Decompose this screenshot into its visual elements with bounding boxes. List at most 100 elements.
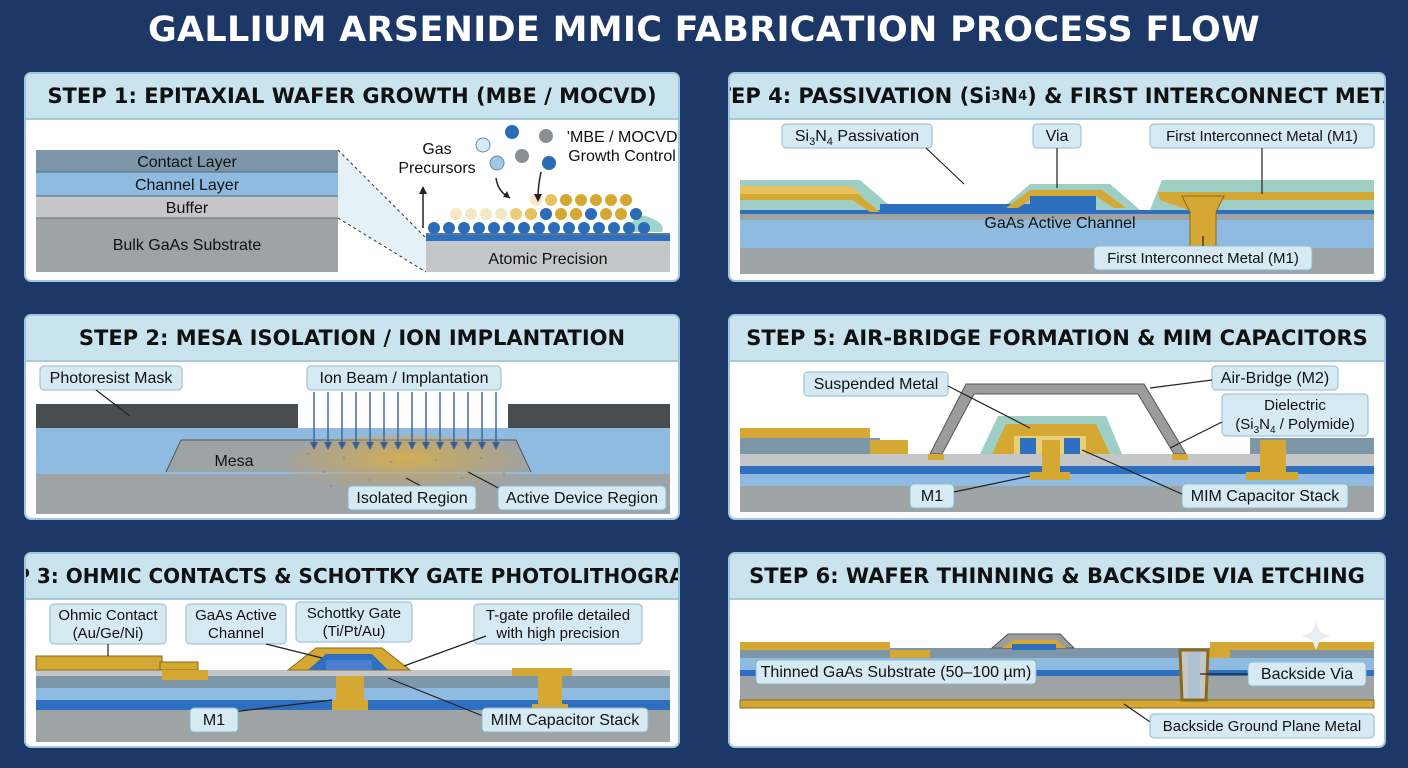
m1-left: [740, 194, 880, 212]
step3-diagram: Ohmic Contact (Au/Ge/Ni) GaAs Active Cha…: [35, 601, 670, 742]
sparkle-icon: [1302, 622, 1330, 650]
channel-callout: GaAs Active Channel: [185, 603, 323, 659]
step2-panel: STEP 2: MESA ISOLATION / ION IMPLANTATIO…: [24, 314, 680, 520]
contact-layer: [36, 150, 338, 172]
active-region-label: Active Device Region: [506, 490, 658, 507]
mim-label: MIM Capacitor Stack: [1191, 488, 1340, 505]
backside-via-callout: Backside Via: [1200, 661, 1367, 687]
photoresist-mask-callout: Photoresist Mask: [39, 365, 183, 417]
ground-plane-label: Backside Ground Plane Metal: [1163, 718, 1361, 735]
ohmic-contact: [35, 655, 163, 671]
step1-diagram: Contact Layer Channel Layer Buffer Bulk …: [36, 125, 678, 273]
step1-title: STEP 1: EPITAXIAL WAFER GROWTH (MBE / MO…: [26, 74, 678, 120]
page-title: GALLIUM ARSENIDE MMIC FABRICATION PROCES…: [148, 10, 1260, 50]
step2-title: STEP 2: MESA ISOLATION / ION IMPLANTATIO…: [26, 316, 678, 362]
photoresist-label: Photoresist Mask: [50, 370, 174, 387]
step6-diagram: Thinned GaAs Substrate (50–100 µm) Backs…: [739, 622, 1375, 739]
ground-plane-callout: Backside Ground Plane Metal: [1123, 703, 1375, 739]
atom-row-3: [530, 194, 632, 206]
atom-row-1: [428, 222, 650, 234]
via-metal: [1006, 190, 1126, 208]
gas-molecules: [475, 125, 556, 171]
photoresist-right: [508, 404, 670, 428]
atom-row-2: [450, 208, 642, 220]
step5-panel: STEP 5: AIR-BRIDGE FORMATION & MIM CAPAC…: [728, 314, 1386, 520]
gas-label: Gas: [422, 141, 451, 158]
mim-via: [538, 676, 562, 704]
channel-layer-label: Channel Layer: [135, 177, 240, 194]
passivation-label: Si: [795, 128, 809, 145]
ion-beam-label: Ion Beam / Implantation: [320, 370, 489, 387]
backside-via-label: Backside Via: [1261, 666, 1353, 683]
airbridge-label: Air-Bridge (M2): [1221, 370, 1329, 387]
thinned-callout: Thinned GaAs Substrate (50–100 µm): [755, 659, 1037, 685]
gate-label-2: (Ti/Pt/Au): [323, 623, 386, 640]
growth-substrate: [426, 240, 670, 272]
passivation-callout: Si3N4 Passivation: [781, 123, 965, 185]
gas-label-2: Precursors: [398, 160, 475, 177]
m1-top-label: First Interconnect Metal (M1): [1166, 128, 1358, 145]
m1-callout: M1: [909, 475, 1031, 509]
m1-label: M1: [203, 712, 225, 729]
channel-layer: [740, 220, 1374, 248]
svg-text:(Si3N4 / Polymide): (Si3N4 / Polymide): [1235, 416, 1355, 436]
mim-callout: MIM Capacitor Stack: [387, 677, 649, 733]
gate-label: Schottky Gate: [307, 605, 401, 622]
m1-top-callout: First Interconnect Metal (M1): [1149, 123, 1375, 194]
svg-text:Si3N4 Passivation: Si3N4 Passivation: [795, 128, 919, 148]
ohmic-label-2: (Au/Ge/Ni): [73, 625, 144, 642]
via-label: Via: [1046, 128, 1069, 145]
channel-label: GaAs Active: [195, 607, 277, 624]
step6-title: STEP 6: WAFER THINNING & BACKSIDE VIA ET…: [730, 554, 1384, 600]
tgate-label-2: with high precision: [495, 625, 619, 642]
step5-diagram: Suspended Metal Air-Bridge (M2) Dielectr…: [740, 365, 1374, 512]
bulk-substrate: [36, 218, 338, 272]
active-channel: [740, 210, 1374, 214]
m1-bottom-callout: First Interconnect Metal (M1): [1093, 236, 1313, 271]
step3-title: STEP 3: OHMIC CONTACTS & SCHOTTKY GATE P…: [26, 554, 678, 600]
ohmic-label: Ohmic Contact: [58, 607, 158, 624]
dielectric-label-2: (Si: [1235, 416, 1253, 433]
step2-diagram: Photoresist Mask Ion Beam / Implantation…: [36, 365, 670, 514]
m1-via: [336, 676, 364, 700]
ground-plane: [739, 699, 1375, 709]
mim-callout: MIM Capacitor Stack: [1081, 449, 1349, 509]
isolated-region-label: Isolated Region: [356, 490, 467, 507]
step6-panel: STEP 6: WAFER THINNING & BACKSIDE VIA ET…: [728, 552, 1386, 748]
channel-layer: [36, 172, 338, 196]
dielectric-callout: Dielectric (Si3N4 / Polymide): [1169, 393, 1369, 449]
m1-callout: M1: [189, 699, 333, 733]
backside-via: [1178, 648, 1210, 702]
suspended-callout: Suspended Metal: [803, 371, 1031, 429]
channel-label: GaAs Active Channel: [984, 215, 1135, 232]
airbridge-callout: Air-Bridge (M2): [1149, 365, 1339, 391]
growth-control-label-2: Growth Control: [568, 148, 676, 165]
mesa-label: Mesa: [214, 453, 253, 470]
atomic-precision-label: Atomic Precision: [488, 251, 607, 268]
buffer-layer: [36, 196, 338, 218]
via-callout: Via: [1032, 123, 1082, 188]
step1-panel: STEP 1: EPITAXIAL WAFER GROWTH (MBE / MO…: [24, 72, 680, 282]
active-region-callout: Active Device Region: [467, 471, 667, 511]
m1-label: M1: [921, 488, 943, 505]
step5-title: STEP 5: AIR-BRIDGE FORMATION & MIM CAPAC…: [730, 316, 1384, 362]
step4-diagram: Si3N4 Passivation Via First Interconnect…: [740, 123, 1375, 274]
ion-beam-lines: [313, 392, 497, 444]
growth-control-label: ’MBE / MOCVD: [566, 129, 677, 146]
bulk-substrate-label: Bulk GaAs Substrate: [113, 237, 262, 254]
gate-callout: Schottky Gate (Ti/Pt/Au): [295, 601, 413, 643]
step3-panel: STEP 3: OHMIC CONTACTS & SCHOTTKY GATE P…: [24, 552, 680, 748]
thinned-label: Thinned GaAs Substrate (50–100 µm): [761, 664, 1032, 681]
m1-bottom-label: First Interconnect Metal (M1): [1107, 250, 1299, 267]
channel-label-2: Channel: [208, 625, 264, 642]
contact-layer-label: Contact Layer: [137, 154, 237, 171]
implant-region: [286, 434, 522, 494]
buffer-label: Buffer: [166, 200, 209, 217]
photoresist-left: [36, 404, 298, 428]
tgate-callout: T-gate profile detailed with high precis…: [403, 603, 643, 667]
dielectric-label: Dielectric: [1264, 397, 1326, 414]
tgate-label: T-gate profile detailed: [486, 607, 630, 624]
isolated-region-callout: Isolated Region: [347, 477, 477, 511]
